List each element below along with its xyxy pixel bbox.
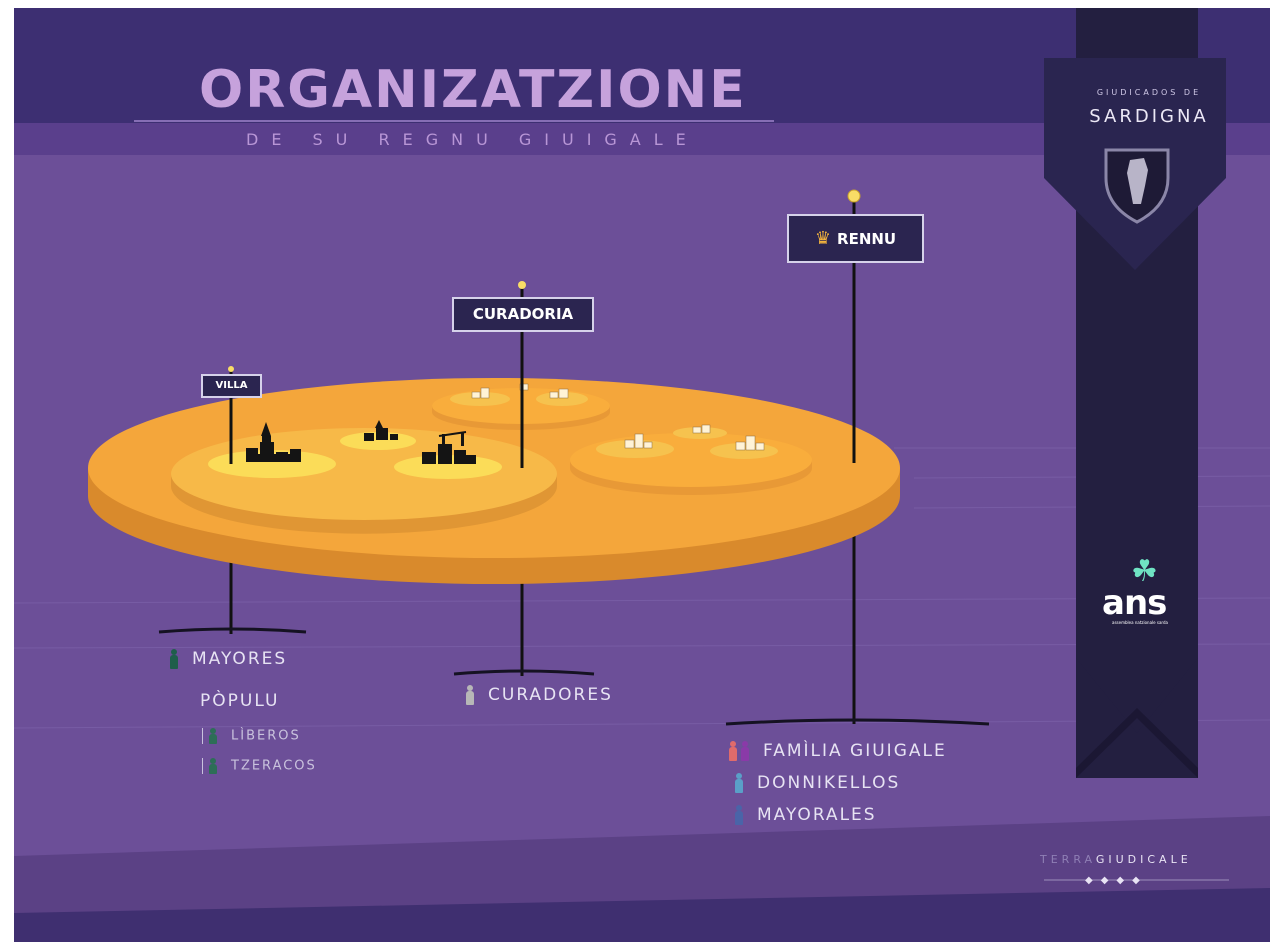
tzeracos-label: TZERACOS: [202, 758, 317, 774]
floor-edge: [14, 888, 1270, 942]
infographic-canvas: ORGANIZATZIONE DE SU REGNU GIUIGALE VILL…: [14, 8, 1270, 942]
curadores-label: CURADORES: [466, 685, 613, 705]
royal-couple-icon: [729, 741, 737, 761]
villa-pole-knob: [228, 366, 234, 372]
badge-icons: ◆◆◆◆: [1085, 875, 1148, 886]
background-scene: [14, 8, 1270, 942]
rennu-pedestal: [725, 718, 990, 726]
banner-small-title: GIUDICADOS DE: [1096, 88, 1202, 97]
curadoria-pedestal: [453, 669, 595, 676]
villa-disk: [450, 392, 510, 406]
person-icon: [209, 728, 217, 744]
footer-brand: TERRAGIUDICALE: [1040, 853, 1192, 866]
curadoria-disk-right: [570, 433, 812, 495]
mayorales-label: MAYORALES: [735, 805, 877, 825]
familia-label: FAMÌLIA GIUIGALE: [729, 741, 947, 761]
villa-sign: VILLA: [201, 374, 262, 398]
populu-label: PÒPULU: [200, 691, 280, 711]
sardinia-shield-icon: [1104, 148, 1170, 224]
person-icon: [735, 773, 743, 793]
villa-disk: [536, 392, 588, 406]
liberos-label: LÌBEROS: [202, 728, 301, 744]
page-title: ORGANIZATZIONE: [199, 60, 747, 120]
donnikellos-label: DONNIKELLOS: [735, 773, 900, 793]
curadoria-sign: CURADORIA: [452, 297, 594, 332]
ans-logo-icon: ☘: [1131, 554, 1158, 589]
banner-big-title: SARDIGNA: [1089, 106, 1209, 127]
rennu-pole-knob: [847, 189, 861, 203]
person-icon: [735, 805, 743, 825]
village-cluster-icon: [246, 422, 301, 462]
mayores-label: MAYORES: [170, 649, 287, 669]
person-icon: [209, 758, 217, 774]
rennu-sign: ♛ RENNU: [787, 214, 924, 263]
village-cluster-icon: [422, 431, 476, 464]
crown-icon: ♛: [814, 228, 832, 249]
village-cluster-icon: [471, 383, 765, 451]
village-cluster-icon: [364, 420, 398, 441]
curadoria-pole-knob: [518, 281, 526, 289]
villa-disk: [596, 440, 674, 458]
villa-pedestal: [158, 627, 307, 634]
rennu-sign-label: RENNU: [837, 230, 897, 248]
ans-logo-subtext: assemblea natzionale sarda: [1112, 620, 1168, 625]
ans-logo-text: ans: [1102, 583, 1167, 623]
person-icon: [466, 685, 474, 705]
background-streaks: [14, 447, 1270, 729]
villa-disk: [208, 450, 336, 478]
page-subtitle: DE SU REGNU GIUIGALE: [246, 130, 699, 149]
person-icon: [170, 649, 178, 669]
